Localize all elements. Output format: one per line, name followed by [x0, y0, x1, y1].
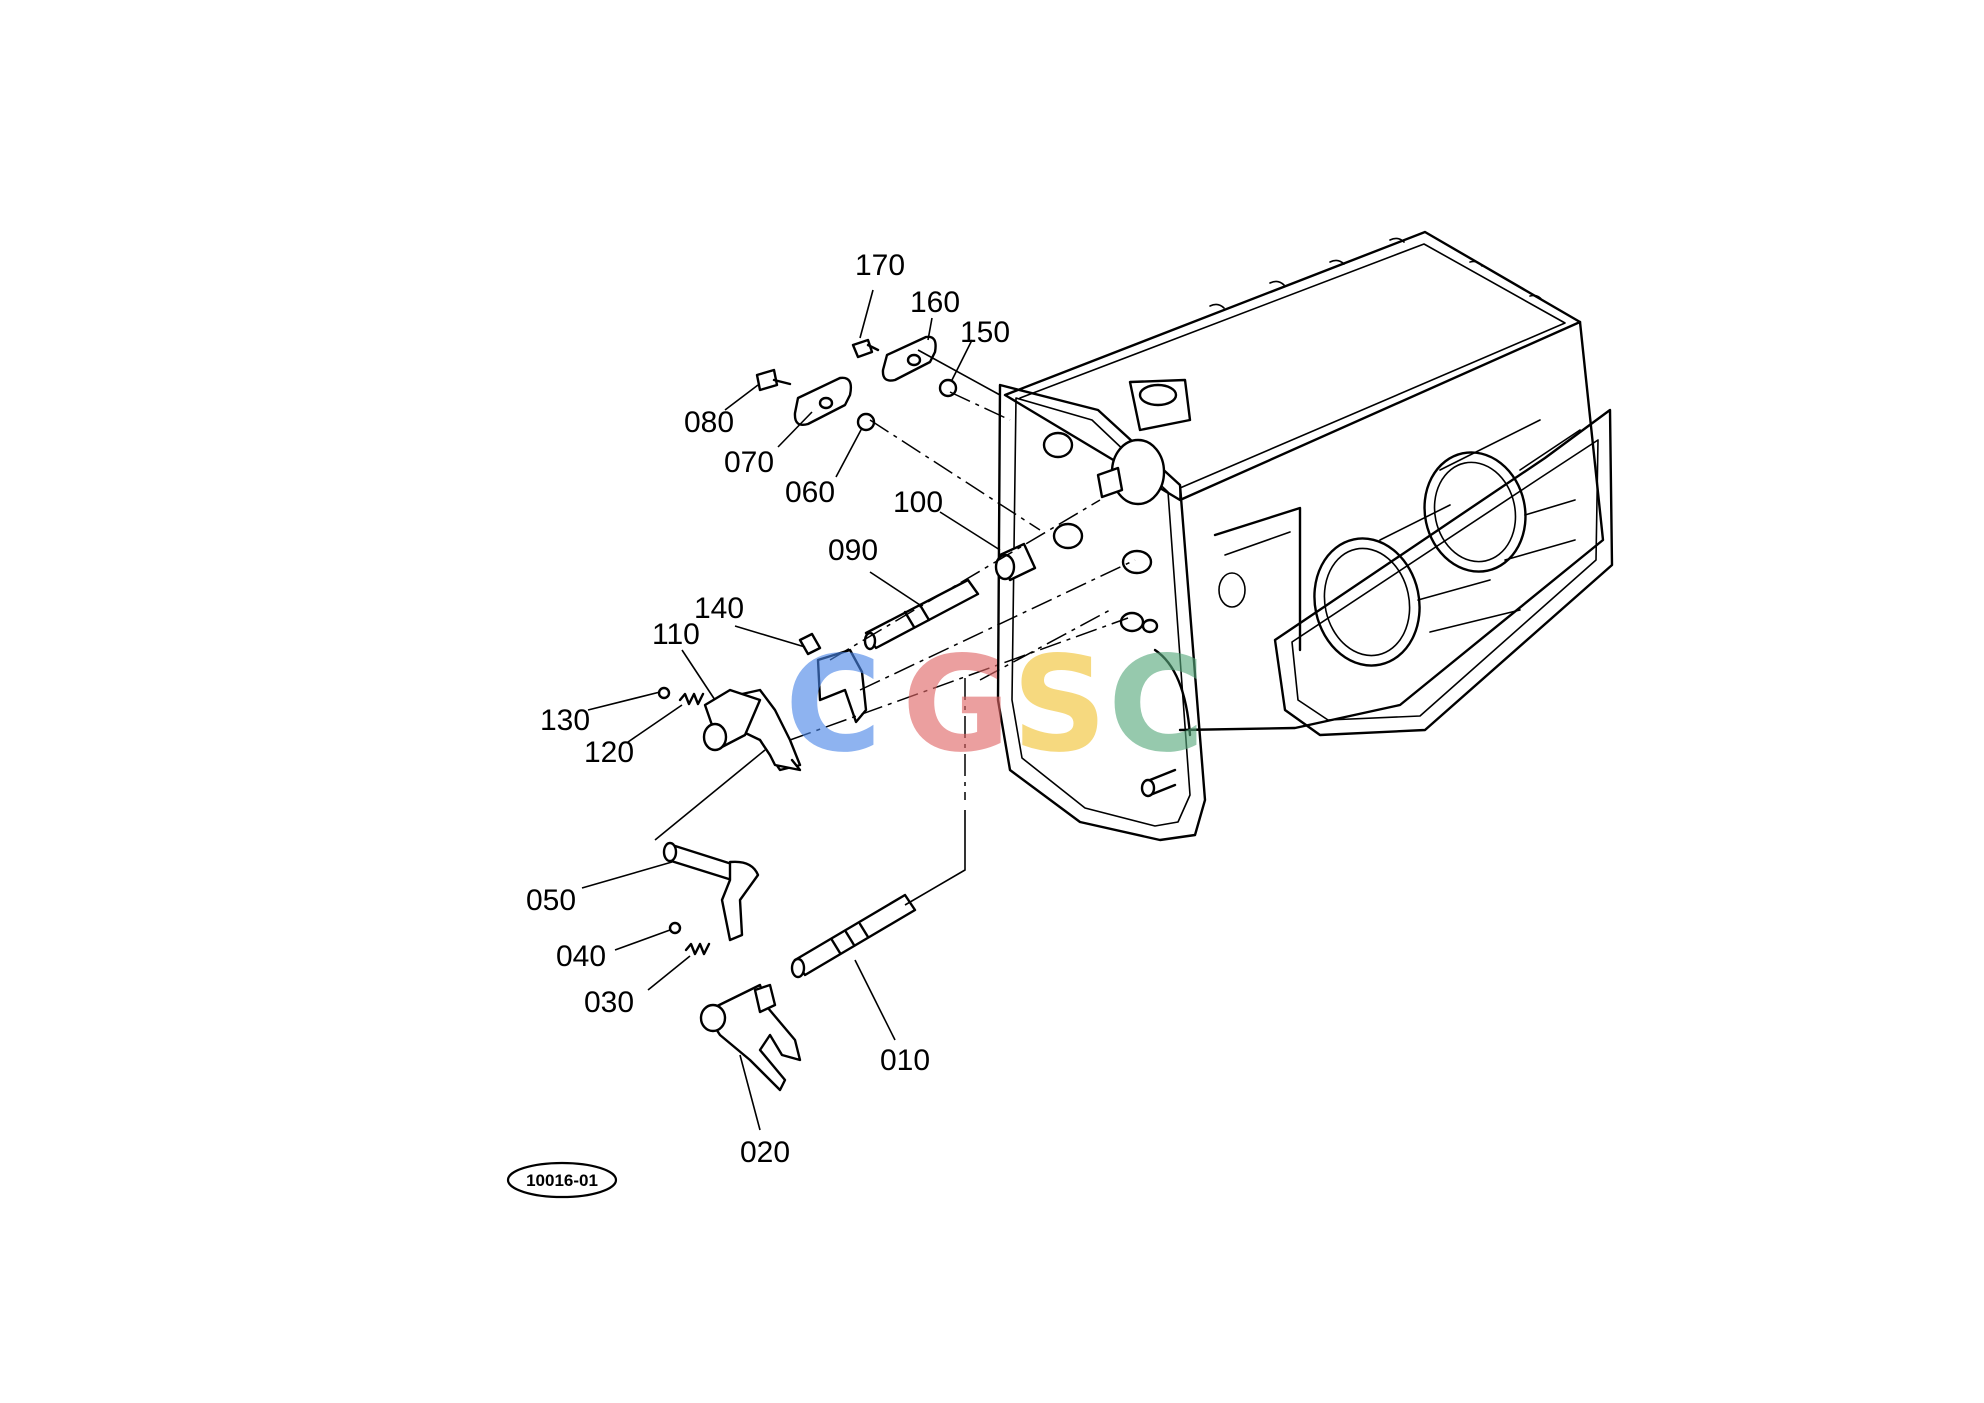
callout-170: 170 [855, 249, 905, 282]
callout-060: 060 [785, 476, 835, 509]
callout-110: 110 [652, 618, 700, 651]
part-020-fork [699, 983, 802, 1092]
case-port-upper-left [1042, 431, 1074, 459]
part-150-o-ring [938, 378, 958, 398]
top-bosses [1209, 237, 1543, 309]
callout-040: 040 [556, 940, 606, 973]
case-inner-bore [1153, 648, 1192, 737]
case-port-lower-small [1141, 618, 1159, 634]
part-140-rod [798, 632, 822, 656]
part-110-fork [702, 648, 868, 772]
part-010-shaft [790, 893, 917, 979]
part-100-bush [994, 542, 1037, 582]
case-port-mid-left [1052, 522, 1084, 550]
reference-code: 10016-01 [526, 1171, 598, 1190]
part-130-ball [657, 686, 671, 700]
watermark-letter-3: S [1012, 628, 1107, 782]
callout-120: 120 [584, 736, 634, 769]
callout-150: 150 [960, 316, 1010, 349]
part-120-spring [678, 692, 705, 706]
transmission-case [996, 230, 1614, 842]
case-port-lower [1119, 611, 1145, 633]
part-050-shifter [662, 841, 760, 942]
parts [657, 335, 1037, 1092]
callout-070: 070 [724, 446, 774, 479]
assembly-lines [654, 349, 1136, 906]
callout-130: 130 [540, 704, 590, 737]
callout-160: 160 [910, 286, 960, 319]
callout-010: 010 [880, 1044, 930, 1077]
part-060-o-ring [856, 412, 876, 432]
part-170-bolt [851, 338, 880, 359]
callout-140: 140 [694, 592, 744, 625]
callout-090: 090 [828, 534, 878, 567]
callout-080: 080 [684, 406, 734, 439]
part-030-spring [684, 942, 711, 956]
callout-020: 020 [740, 1136, 790, 1169]
watermark: C G S C [785, 628, 1205, 782]
callouts: 170 160 150 080 070 060 100 090 140 110 … [526, 249, 1010, 1169]
reference-tag: 10016-01 [506, 1161, 618, 1199]
part-080-bolt [755, 368, 792, 392]
callout-030: 030 [584, 986, 634, 1019]
rear-ribs [1379, 419, 1581, 633]
watermark-letter-2: G [902, 628, 1010, 782]
watermark-letter-4: C [1108, 628, 1205, 782]
callout-050: 050 [526, 884, 576, 917]
case-port-mid-right [1121, 549, 1153, 575]
watermark-letter-1: C [785, 628, 882, 782]
part-040-ball [668, 921, 682, 935]
callout-100: 100 [893, 486, 943, 519]
